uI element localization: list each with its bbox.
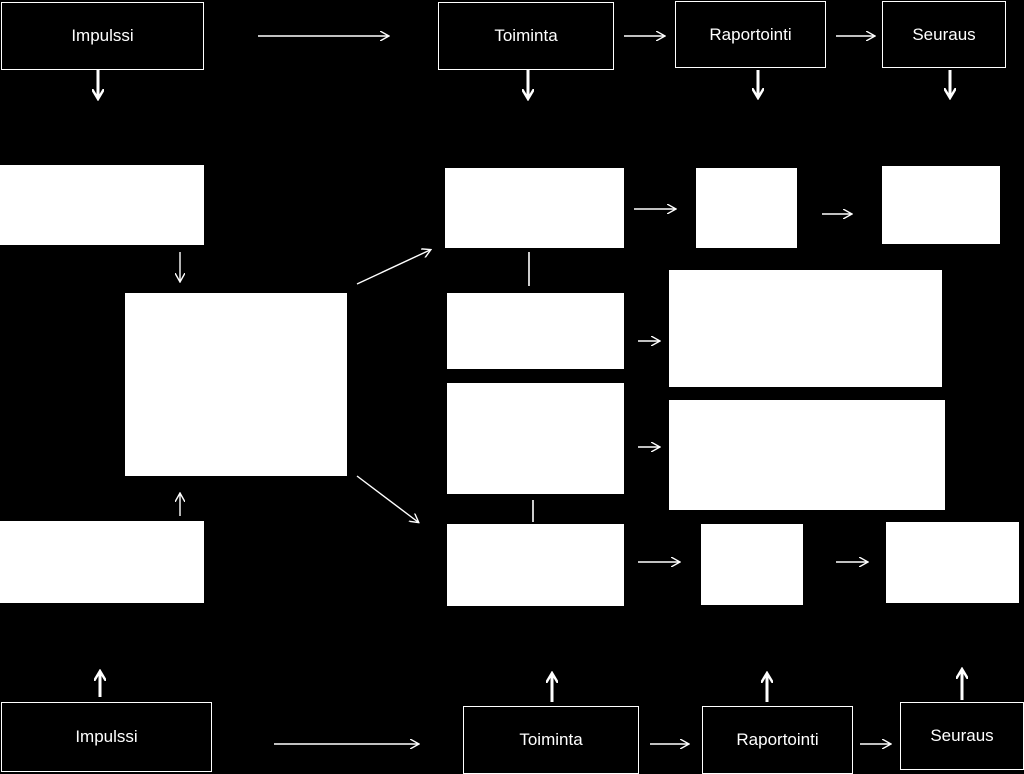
action-box-1 [445,168,624,248]
center-box [125,293,347,476]
bottom-reporting-box: Raportointi [702,706,853,774]
action-box-3 [447,383,624,494]
result-box-2 [669,270,942,387]
arrow-center-to-lower-action [356,475,418,522]
top-reporting-box: Raportointi [675,1,826,68]
left-upper-box [0,165,204,245]
result-box-3 [669,400,945,510]
bottom-action-box: Toiminta [463,706,639,774]
bottom-impulse-box: Impulssi [1,702,212,772]
action-box-4 [447,524,624,606]
left-lower-box [0,521,204,603]
consequence-box-1 [882,166,1000,244]
top-action-box: Toiminta [438,2,614,70]
arrow-center-to-upper-action [356,250,430,285]
top-consequence-box: Seuraus [882,1,1006,68]
top-impulse-box: Impulssi [1,2,204,70]
reporting-box-4 [701,524,803,605]
action-box-2 [447,293,624,369]
reporting-box-1 [696,168,797,248]
consequence-box-4 [886,522,1019,603]
bottom-consequence-box: Seuraus [900,702,1024,770]
